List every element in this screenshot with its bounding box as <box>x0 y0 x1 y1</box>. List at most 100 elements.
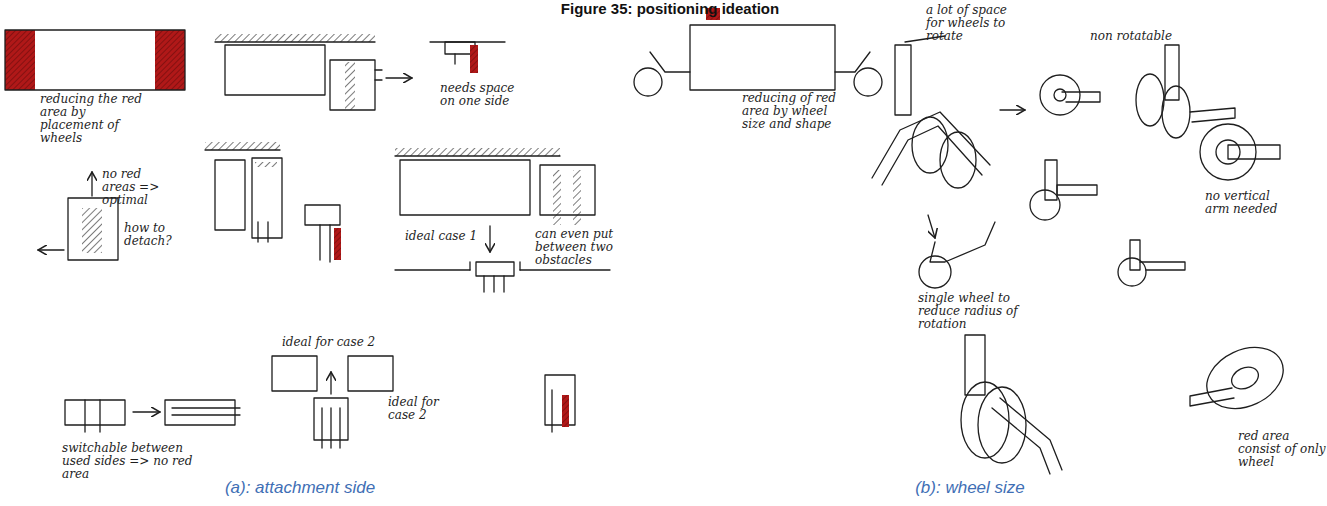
red-area-sketch <box>5 30 185 90</box>
wall-sketch <box>395 148 610 292</box>
wheel-mark <box>319 225 320 260</box>
wheel-arm <box>1190 108 1235 122</box>
wheel-mark <box>172 407 240 408</box>
wheel-arm <box>872 112 990 178</box>
red-area <box>470 45 478 73</box>
device-outline <box>690 25 835 90</box>
wheel-arm <box>1000 398 1062 470</box>
sketch-note: non rotatable <box>1090 30 1180 43</box>
wall-line <box>395 155 560 156</box>
device-outline <box>545 375 575 425</box>
wheel-mark <box>329 225 330 262</box>
wall-hatch <box>205 142 280 150</box>
wheel-mark <box>267 222 268 242</box>
wheel-mark <box>551 390 552 432</box>
wheel-placement-sketch <box>634 25 882 96</box>
red-area <box>334 228 341 260</box>
sketch-note: red area consist of only wheel <box>1238 430 1326 469</box>
caster-sketch <box>872 36 1025 188</box>
device-outline <box>252 158 282 238</box>
red-detail-sketch <box>545 375 575 432</box>
attachment-hatch <box>553 170 561 225</box>
wheel-mark <box>172 414 240 415</box>
arrow-line <box>386 77 412 78</box>
wheel <box>634 68 662 96</box>
wall-hatch <box>215 34 375 42</box>
obstacle-outline <box>348 356 393 391</box>
sketch-note: ideal for case 2 <box>282 336 397 349</box>
device-outline <box>476 262 514 276</box>
wheel-mark <box>493 276 494 292</box>
non-rotatable-sketch <box>1030 45 1280 286</box>
wheel <box>1030 190 1060 220</box>
attachment-hatch <box>573 170 581 225</box>
wheel-hub <box>1228 363 1262 393</box>
wheel-arm <box>1062 92 1100 102</box>
wheel-mark <box>257 222 258 242</box>
sketch-note: no red areas => optimal <box>102 168 164 207</box>
arrow-line <box>928 215 935 238</box>
sketch-note: reducing of red area by wheel size and s… <box>742 92 852 131</box>
arrow-line <box>38 249 64 250</box>
arrow-line <box>133 411 160 412</box>
obstacle-line <box>520 269 610 270</box>
single-wheel-sketch <box>919 215 995 288</box>
case-two-sketch <box>272 356 393 448</box>
wall-hatch <box>395 148 560 156</box>
device-outline <box>68 198 118 260</box>
obstacle-line <box>469 262 470 270</box>
device-outline <box>65 400 125 425</box>
arrow-line <box>330 372 331 394</box>
sketch-note: single wheel to reduce radius of rotatio… <box>918 292 1023 331</box>
double-wheel-sketch <box>961 335 1062 474</box>
switchable-sketch <box>65 400 240 432</box>
sketch-note: reducing the red area by placement of wh… <box>40 93 152 145</box>
device-outline <box>225 45 325 95</box>
device-outline <box>305 205 340 225</box>
wheel-mark <box>483 276 484 292</box>
wheel-arm <box>1057 185 1097 195</box>
wheel <box>854 68 882 96</box>
wheel-arm <box>930 222 995 262</box>
wheel <box>1040 75 1080 115</box>
wheel-mark <box>454 54 455 64</box>
wheel-only-sketch <box>1190 336 1293 421</box>
wheel-mark <box>503 276 504 292</box>
subfigure-caption: (a): attachment side <box>190 478 410 498</box>
wheel-mark <box>84 400 85 432</box>
wheel <box>1197 336 1293 421</box>
device-outline <box>215 160 245 230</box>
wheel-arm <box>1190 388 1234 406</box>
wheel-mark <box>99 400 100 432</box>
wheel <box>1162 86 1190 138</box>
obstacle-line <box>519 262 520 270</box>
obstacle-line <box>395 269 470 270</box>
figure-title: Figure 35: positioning ideation <box>500 0 840 17</box>
subfigure-caption: (b): wheel size <box>880 478 1060 498</box>
wheel-arm <box>992 408 1050 474</box>
device-outline <box>165 400 235 425</box>
sketch-note: needs space on one side <box>440 82 520 108</box>
arrow-line <box>1000 109 1025 110</box>
wheel-mark <box>375 69 382 70</box>
wheel-mark <box>330 408 331 448</box>
device-outline <box>540 165 595 215</box>
device-outline <box>400 160 530 215</box>
sketch-note: can even put between two obstacles <box>535 228 627 267</box>
arrow-line <box>489 226 490 252</box>
wall-line <box>215 41 375 42</box>
sketch-note: ideal case 1 <box>405 230 485 243</box>
wheel <box>919 256 951 288</box>
wheel-mark <box>339 408 340 448</box>
sketch-note: no vertical arm needed <box>1205 190 1295 216</box>
device-outline <box>5 30 185 90</box>
wheel <box>1136 74 1164 126</box>
wall-line <box>205 149 280 150</box>
arrow-line <box>91 172 92 196</box>
wheel-mark <box>375 79 382 80</box>
attachment-hatch <box>345 62 355 110</box>
red-area <box>5 30 35 90</box>
caster-post <box>895 45 911 115</box>
wheel-mark <box>321 408 322 448</box>
